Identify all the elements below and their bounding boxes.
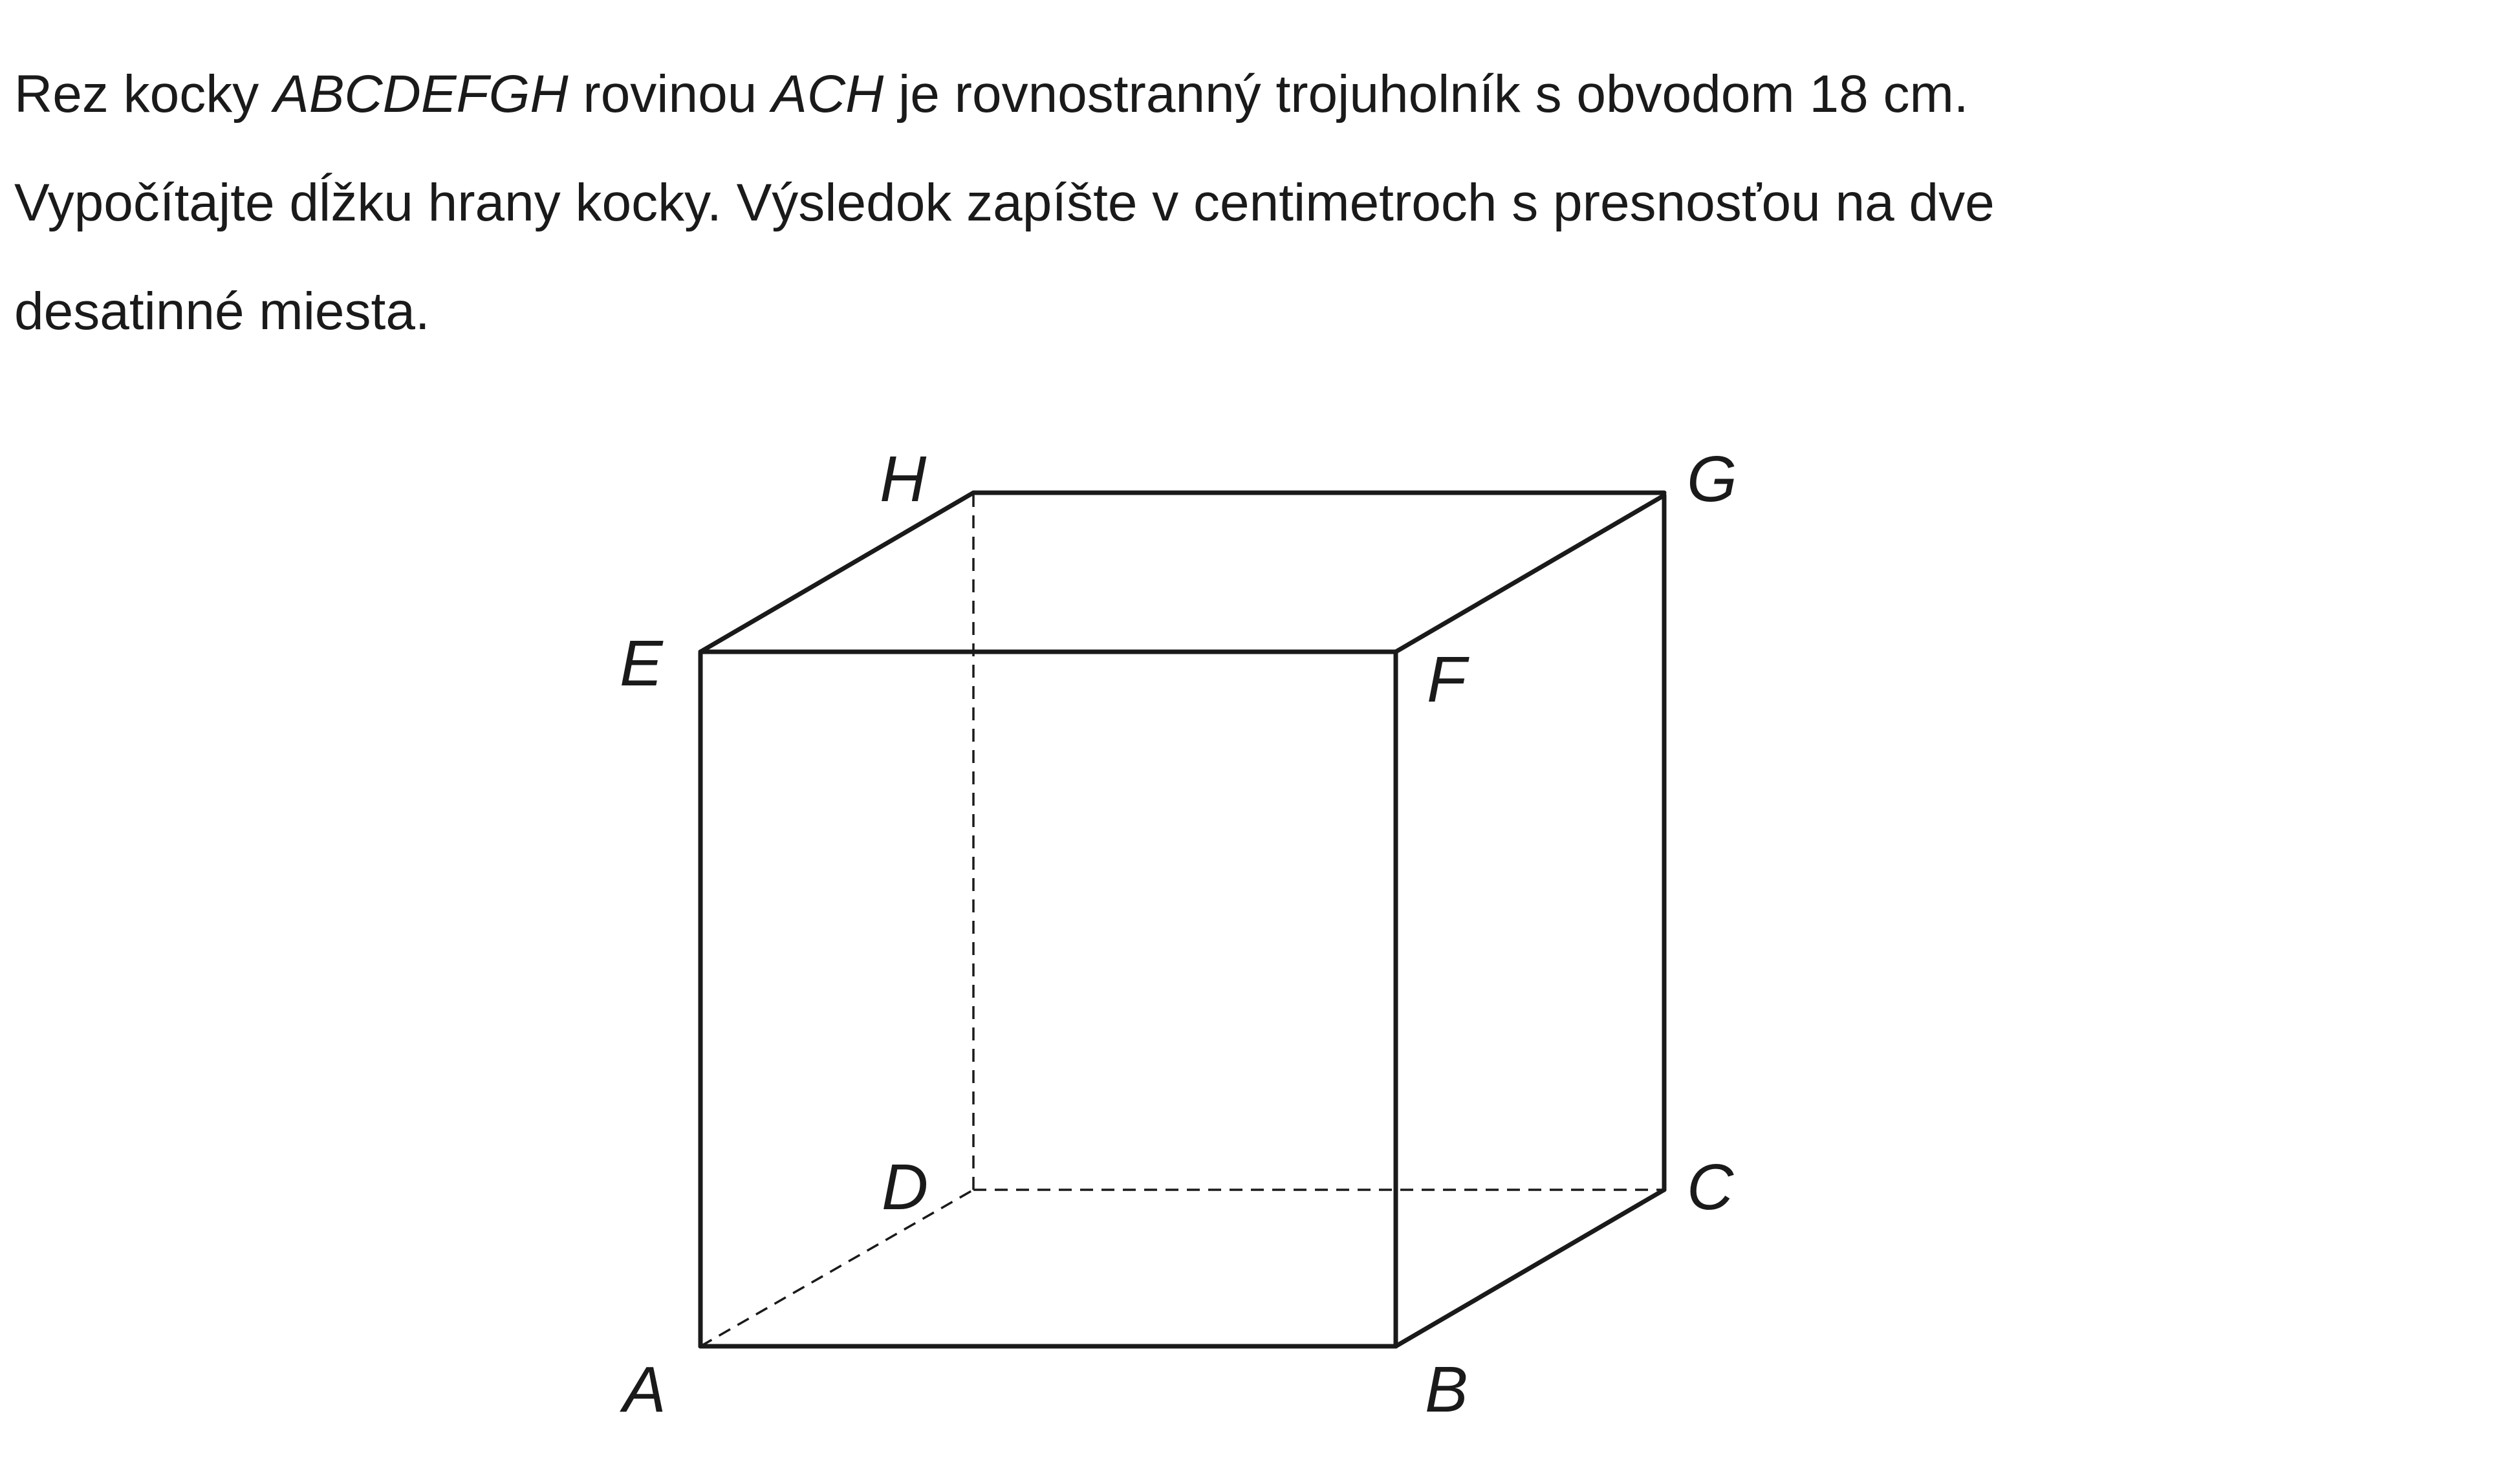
problem-line-2: Vypočítajte dĺžku hrany kocky. Výsledok … <box>14 173 1995 232</box>
text-segment: je rovnostranný trojuholník s obvodom 18… <box>884 65 1969 124</box>
vertex-label-F: F <box>1427 643 1469 716</box>
vertex-label-C: C <box>1687 1151 1734 1223</box>
problem-line-1: Rez kocky ABCDEFGH rovinou ACH je rovnos… <box>14 40 2407 149</box>
edge-FG <box>1393 493 1667 654</box>
problem-statement: Rez kocky ABCDEFGH rovinou ACH je rovnos… <box>14 40 2407 366</box>
edge-HE <box>698 490 976 654</box>
edge-BC <box>1393 1187 1667 1349</box>
cube-name: ABCDEFGH <box>274 65 569 124</box>
vertex-label-H: H <box>880 443 927 515</box>
vertex-label-B: B <box>1425 1353 1468 1426</box>
text-segment: rovinou <box>568 65 772 124</box>
plane-name: ACH <box>772 65 884 124</box>
text-segment: Rez kocky <box>14 65 274 124</box>
vertex-label-G: G <box>1687 443 1737 515</box>
vertex-label-D: D <box>882 1151 928 1223</box>
vertex-label-A: A <box>620 1353 666 1426</box>
edge-AD <box>700 1188 974 1348</box>
vertex-label-E: E <box>620 627 664 700</box>
problem-line-3: desatinné miesta. <box>14 282 430 341</box>
